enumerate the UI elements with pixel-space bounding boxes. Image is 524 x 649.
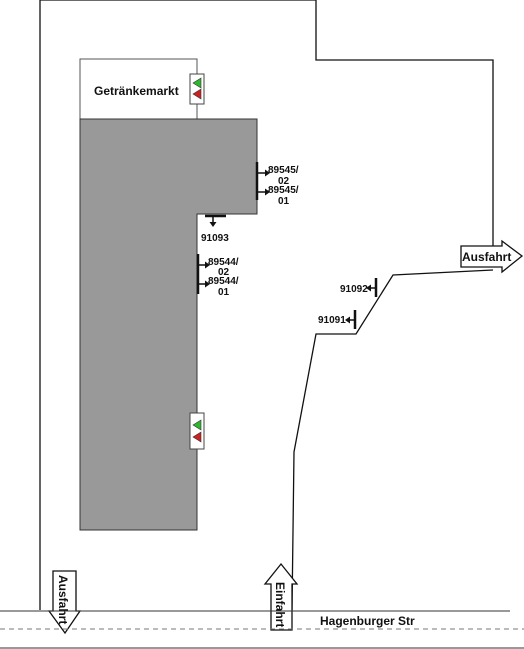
stop-label-91091: 91091	[318, 315, 346, 326]
stop-label-89545-02-line1: 89545/	[268, 165, 299, 176]
stop-label-89544-01-line2: 01	[218, 287, 230, 298]
exit-arrow-south: Ausfahrt	[47, 570, 82, 635]
store-label: Getränkemarkt	[94, 84, 179, 98]
store-box	[79, 58, 198, 120]
stop-label-89545-02-line2: 02	[278, 176, 290, 187]
stop-label-91093: 91093	[201, 233, 229, 244]
red-triangle-icon	[192, 88, 202, 100]
street-name: Hagenburger Str	[320, 614, 415, 628]
building-signal	[189, 412, 205, 450]
stop-label-89545-01-line2: 01	[278, 196, 290, 207]
green-triangle-icon	[192, 419, 202, 431]
exit-east-label: Ausfahrt	[462, 250, 511, 264]
green-triangle-icon	[192, 77, 202, 89]
driveway-boundary	[291, 269, 494, 611]
stop-label-89544-02-line1: 89544/	[208, 257, 239, 268]
stop-label-89544-01-line1: 89544/	[208, 276, 239, 287]
exit-arrow-east: Ausfahrt	[460, 239, 524, 274]
entrance-label: Einfahrt	[273, 582, 287, 627]
property-boundary	[39, 0, 494, 610]
stop-marker-89545	[255, 162, 270, 200]
entrance-arrow-north: Einfahrt	[263, 562, 299, 631]
stop-label-89544-02-line2: 02	[218, 267, 230, 278]
stop-marker-91093	[205, 214, 226, 227]
store-signal	[189, 73, 205, 105]
exit-south-label: Ausfahrt	[56, 575, 70, 624]
building	[79, 118, 258, 531]
stop-marker-89544	[196, 254, 210, 294]
red-triangle-icon	[192, 431, 202, 443]
stop-marker-91092	[366, 278, 378, 297]
stop-label-91092: 91092	[340, 284, 368, 295]
stop-marker-91091	[345, 310, 357, 329]
stop-label-89545-01-line1: 89545/	[268, 185, 299, 196]
